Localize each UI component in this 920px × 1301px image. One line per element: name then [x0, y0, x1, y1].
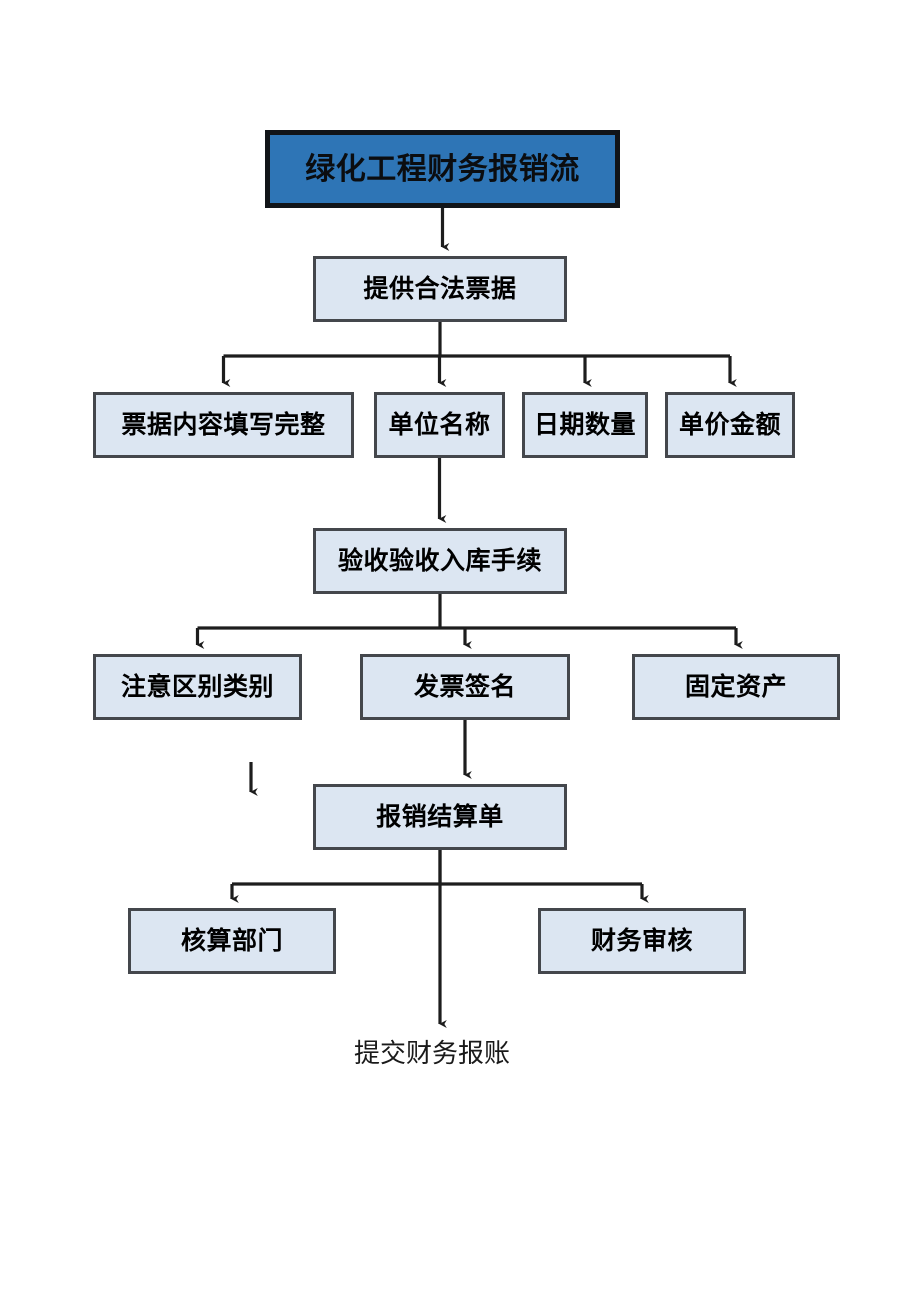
flow-node-label: 票据内容填写完整 [121, 410, 326, 440]
flow-node-box[interactable]: 单价金额 [665, 392, 795, 458]
flow-node-label: 绿化工程财务报销流 [305, 151, 580, 187]
flow-node-label: 日期数量 [533, 410, 636, 440]
flow-node-box[interactable]: 单位名称 [374, 392, 505, 458]
flow-node-box[interactable]: 核算部门 [128, 908, 336, 974]
flow-node-label: 财务审核 [590, 926, 693, 956]
flow-node-box[interactable]: 提供合法票据 [313, 256, 567, 322]
flow-node-label: 固定资产 [684, 672, 787, 702]
flow-node-label: 验收验收入库手续 [337, 546, 542, 576]
flow-node-box[interactable]: 发票签名 [360, 654, 570, 720]
flow-node-box[interactable]: 报销结算单 [313, 784, 567, 850]
flow-node-box[interactable]: 固定资产 [632, 654, 840, 720]
flow-node-box[interactable]: 财务审核 [538, 908, 746, 974]
flow-node-box[interactable]: 票据内容填写完整 [93, 392, 354, 458]
flow-node-label: 核算部门 [180, 926, 283, 956]
flow-node-box[interactable]: 日期数量 [522, 392, 648, 458]
flow-node-label: 发票签名 [413, 672, 516, 702]
flow-end-label: 提交财务报账 [354, 1039, 511, 1069]
flow-node-label: 单价金额 [678, 410, 781, 440]
flow-node-label: 报销结算单 [376, 802, 504, 832]
flow-title-box[interactable]: 绿化工程财务报销流 [265, 130, 620, 208]
flow-node-box[interactable]: 验收验收入库手续 [313, 528, 567, 594]
flow-node-box[interactable]: 注意区别类别 [93, 654, 302, 720]
flow-node-label: 单位名称 [388, 410, 491, 440]
flow-node-label: 注意区别类别 [120, 672, 274, 702]
flow-node-label: 提供合法票据 [363, 274, 517, 304]
